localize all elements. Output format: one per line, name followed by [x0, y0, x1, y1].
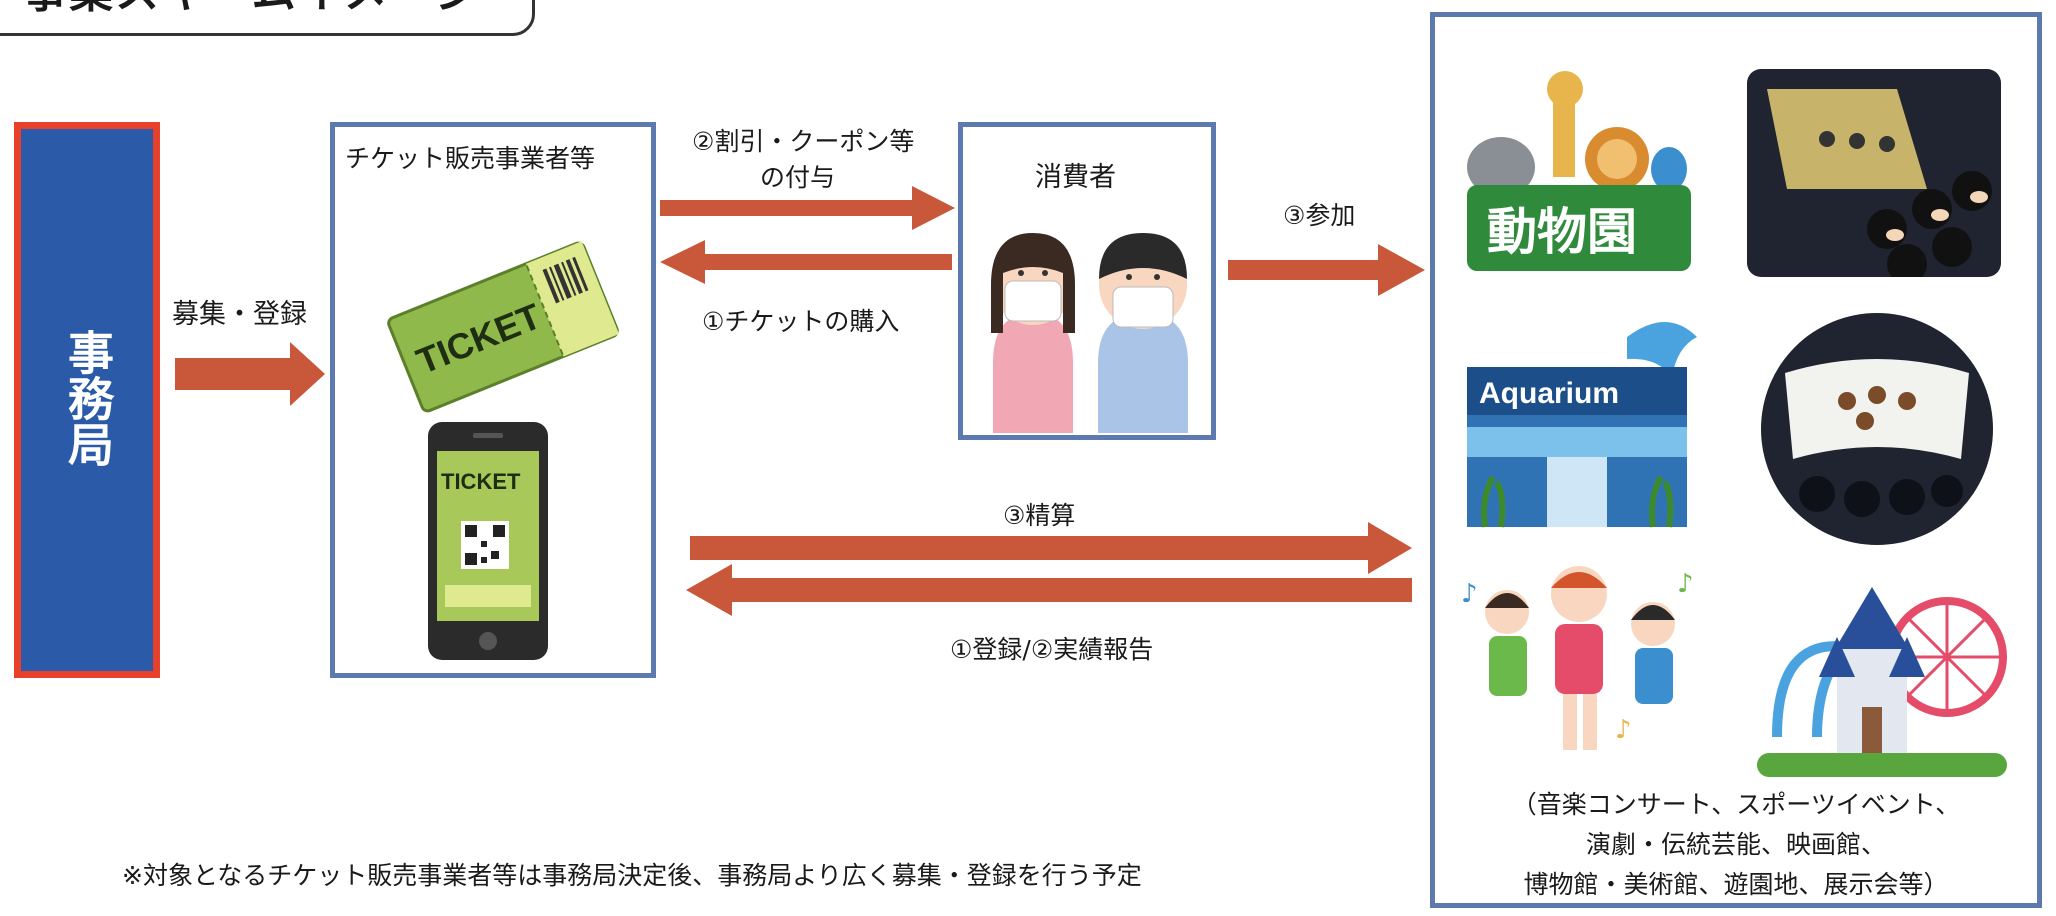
amusement-park-icon	[1757, 587, 2007, 777]
page-title: 事業スキームイメージ	[23, 0, 481, 15]
discount-label-line2: の付与	[760, 163, 836, 192]
recruit-label: 募集・登録	[172, 299, 307, 330]
recruit-arrow	[175, 342, 325, 406]
purchase-arrow	[660, 240, 952, 284]
discount-arrow	[660, 186, 955, 230]
consumers-icon	[991, 233, 1188, 433]
register-report-label: ①登録/②実績報告	[950, 635, 1154, 664]
office-box: 事務局	[14, 122, 160, 678]
participate-label: ③参加	[1283, 201, 1356, 230]
title-tab: 事業スキームイメージ	[0, 0, 535, 36]
svg-text:♪: ♪	[1615, 715, 1632, 745]
aquarium-text: Aquarium	[1479, 377, 1619, 410]
zoo-icon: 動物園	[1467, 71, 1691, 271]
consumer-label: 消費者	[1035, 162, 1116, 193]
register-arrow	[686, 564, 1412, 616]
aquarium-icon: Aquarium	[1467, 322, 1697, 528]
settlement-label: ③精算	[1003, 501, 1076, 530]
venues-caption-line3: 博物館・美術館、遊園地、展示会等）	[1523, 870, 1949, 899]
participate-arrow	[1228, 244, 1425, 296]
discount-label-line1: ②割引・クーポン等	[692, 127, 915, 156]
footnote: ※対象となるチケット販売事業者等は事務局決定後、事務局より広く募集・登録を行う予…	[122, 861, 1142, 890]
svg-text:♪: ♪	[1461, 579, 1478, 609]
sports-dance-icon: ♪ ♪ ♪	[1461, 566, 1694, 750]
svg-text:♪: ♪	[1677, 569, 1694, 599]
concert-cinema-icon	[1761, 313, 1993, 545]
theater-icon	[1747, 69, 2001, 277]
settlement-arrow	[690, 522, 1412, 574]
venues-caption-line2: 演劇・伝統芸能、映画館、	[1585, 830, 1886, 859]
consumer-box: 消費者	[958, 122, 1216, 440]
purchase-label: ①チケットの購入	[702, 307, 900, 336]
seller-box: チケット販売事業者等 TICKET TICKET	[330, 122, 656, 678]
paper-ticket-icon: TICKET	[387, 241, 620, 413]
venues-caption-line1: （音楽コンサート、スポーツイベント、	[1511, 790, 1961, 819]
smartphone-ticket-icon: TICKET	[428, 422, 548, 660]
phone-ticket-text: TICKET	[441, 469, 521, 494]
zoo-text: 動物園	[1487, 203, 1637, 261]
seller-label: チケット販売事業者等	[345, 144, 596, 173]
office-label: 事務局	[61, 329, 115, 467]
venues-box: 動物園 Aquarium	[1430, 12, 2042, 908]
